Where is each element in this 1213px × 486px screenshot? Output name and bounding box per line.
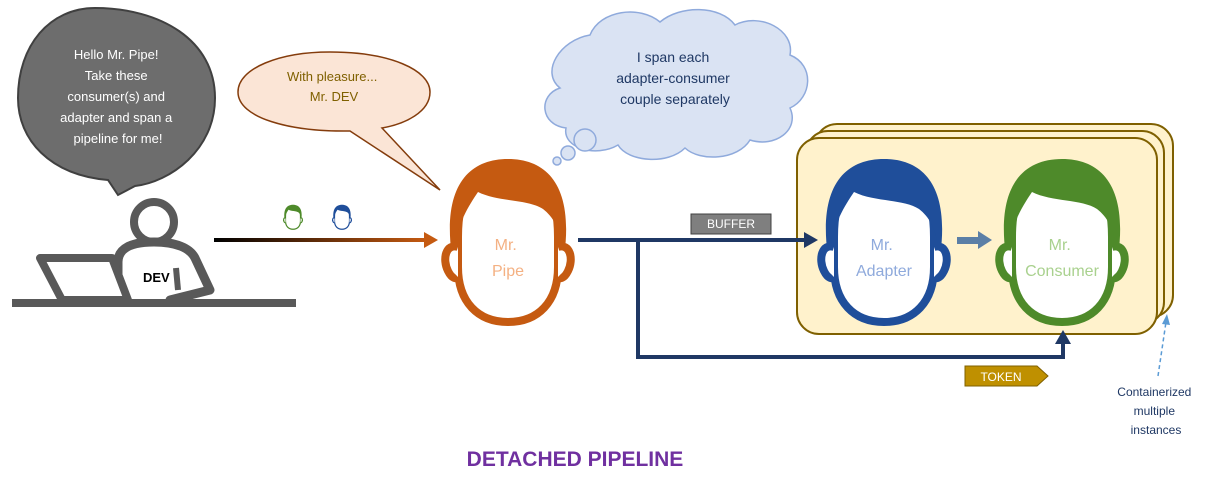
desk [12, 299, 296, 307]
small-adapter-head-icon [331, 204, 353, 230]
pipe-speech-text: With pleasure... Mr. DEV [287, 69, 381, 104]
pipe-speech-bubble: With pleasure... Mr. DEV [237, 51, 441, 191]
dev-figure: Hello Mr. Pipe! Take these consumer(s) a… [12, 6, 296, 307]
dev-speech-bubble [16, 6, 217, 197]
buffer-label-box: BUFFER [690, 213, 772, 235]
buffer-arrow [578, 232, 818, 248]
container-note: Containerized multiple instances [1117, 385, 1194, 437]
small-consumer-head-icon [282, 204, 304, 230]
dev-to-pipe-arrow [214, 232, 438, 248]
dev-label: DEV [143, 270, 170, 285]
dev-speech-text: Hello Mr. Pipe! Take these consumer(s) a… [60, 47, 176, 146]
pipe-thought-text: I span each adapter-consumer couple sepa… [616, 49, 734, 107]
token-label-box: TOKEN [964, 365, 1049, 387]
adapter-name: Mr. Adapter [856, 237, 913, 280]
container-note-arrow [1157, 314, 1170, 377]
pipe-name: Mr. Pipe [492, 237, 524, 280]
token-label: TOKEN [980, 370, 1021, 384]
laptop-icon [36, 254, 132, 304]
consumer-name: Mr. Consumer [1025, 237, 1099, 280]
adapter-to-consumer-arrow [957, 231, 992, 249]
buffer-label: BUFFER [707, 217, 755, 231]
dev-body-icon [113, 237, 215, 305]
diagram-title: DETACHED PIPELINE [466, 448, 684, 471]
token-arrow [636, 240, 1071, 359]
pipe-thought-cloud [544, 8, 809, 166]
dev-head-icon [130, 198, 178, 246]
